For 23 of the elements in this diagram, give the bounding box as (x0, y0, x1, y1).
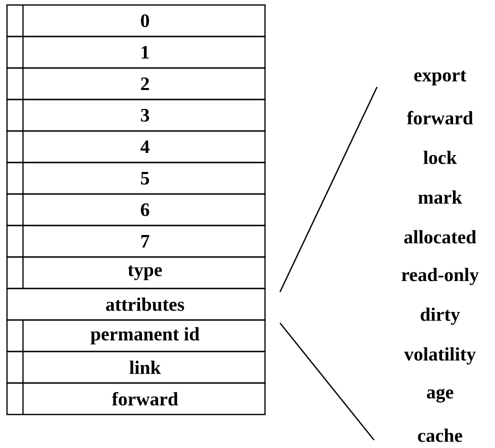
table-row: 6 (6, 193, 266, 226)
attribute-label: age (426, 388, 454, 403)
table-row: 0 (6, 4, 266, 38)
table-row: forward (6, 382, 266, 416)
attribute-label: mark (418, 190, 462, 204)
table-row: link (6, 350, 266, 384)
table-row: attributes (6, 288, 266, 321)
attribute-label: export (414, 70, 466, 86)
attribute-label: volatility (404, 347, 476, 365)
attribute-label: dirty (420, 308, 460, 325)
attribute-label: lock (424, 150, 457, 164)
table-row: 4 (6, 130, 266, 164)
table-row: permanent id (6, 319, 266, 352)
table-row: 1 (6, 36, 266, 69)
attribute-label: cache (418, 428, 462, 442)
table-row: 3 (6, 98, 266, 132)
table-row: 5 (6, 162, 266, 195)
attribute-label: read-only (402, 268, 479, 286)
attribute-label: allocated (404, 230, 476, 244)
table-row: type (6, 256, 266, 290)
table-row: 2 (6, 67, 266, 100)
table-row: 7 (6, 224, 266, 258)
attribute-label: forward (406, 110, 474, 124)
